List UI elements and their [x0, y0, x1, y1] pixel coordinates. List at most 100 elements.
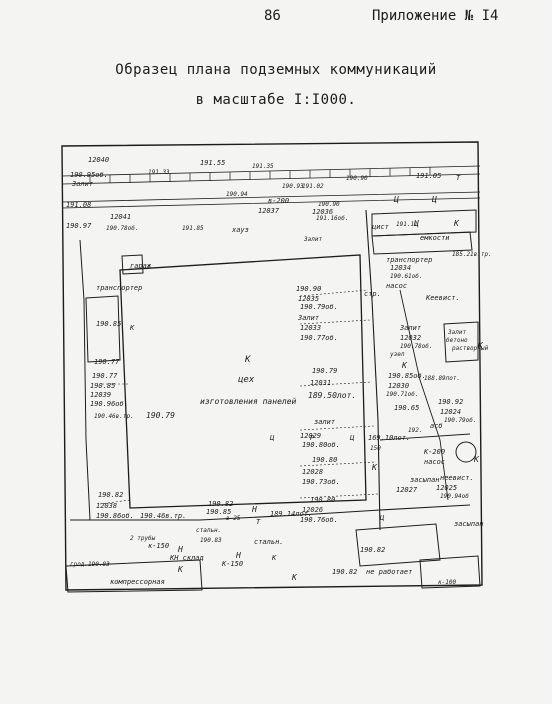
pump-well-circle	[455, 441, 477, 463]
plan-label: к-100	[438, 579, 456, 586]
plan-label: 191.16об.	[316, 215, 349, 222]
plan-label: 12026	[302, 506, 323, 514]
plan-label: 191.02	[302, 183, 324, 190]
plan-label: Т	[256, 518, 261, 526]
building-reservoirs	[371, 209, 477, 237]
pipe-line-left	[79, 239, 91, 521]
plan-label: Ц	[413, 219, 419, 228]
plan-label: 12037	[258, 207, 280, 215]
plan-label: 190.95об.	[70, 171, 108, 179]
plan-label: 191.05	[416, 172, 441, 180]
plan-label: 190.93	[282, 183, 304, 190]
plan-label: КН склад	[169, 554, 204, 562]
leader-lines	[99, 289, 379, 505]
plan-label: 190.65	[394, 404, 419, 412]
plan-label: 12034	[390, 264, 411, 272]
plan-label: 190.46в.тр.	[94, 413, 134, 420]
plan-label: Т	[456, 174, 461, 182]
plan-label: 12033	[300, 324, 321, 332]
road-hatch	[89, 167, 431, 184]
plan-label: 190.94об	[440, 493, 469, 500]
plan-label: 190.79об.	[300, 303, 338, 311]
plan-label: 190.71об.	[386, 391, 419, 398]
plan-label: узел	[389, 351, 405, 358]
plan-label: Залит	[71, 180, 93, 188]
appendix-label: Приложение № I4	[372, 8, 499, 24]
plan-label: К	[473, 455, 480, 464]
plan-label: К	[177, 565, 184, 574]
plan-label: 12024	[440, 408, 461, 416]
plan-label: 190.80об.	[302, 441, 340, 449]
plan-label: К	[271, 554, 277, 562]
plan-label: 2 трубы	[130, 535, 156, 542]
plan-label: Залит	[447, 329, 466, 336]
plan-label: 12029	[300, 432, 321, 440]
plan-label: 150	[370, 445, 381, 452]
building-garage	[419, 555, 481, 589]
plan-label: Ц	[431, 195, 437, 204]
plan-label: грод.190.83	[70, 561, 110, 568]
plan-label: в-200	[268, 197, 289, 205]
plan-label: Н	[251, 505, 257, 514]
plan-label: Р	[310, 434, 315, 442]
sewer-line-right	[365, 209, 381, 531]
plan-label: 188.89лот.	[424, 375, 460, 382]
plan-label: 185.21в.тр.	[452, 251, 492, 258]
plan-label: 191.35	[252, 163, 274, 170]
document-title: Образец плана подземных коммуникаций	[115, 62, 437, 78]
plan-label: компрессорная	[110, 578, 165, 586]
plan-label: 190.46в.тр.	[140, 512, 186, 520]
plan-label: К-200	[423, 448, 445, 456]
plan-label: бетоно	[446, 337, 468, 344]
plan-label: 190.79	[312, 367, 337, 375]
plan-label: 190.85	[90, 382, 115, 390]
plan-label: 192.	[408, 427, 422, 434]
building-small-h	[121, 254, 144, 275]
plan-label: 190.76об.	[300, 516, 338, 524]
plan-label: асб	[430, 422, 443, 430]
plan-label: емкости	[420, 234, 450, 242]
plan-label: насос	[424, 458, 445, 466]
plan-label: 190.97	[66, 222, 92, 230]
plan-label: неевист.	[440, 474, 474, 482]
plan-label: стр.	[364, 290, 381, 298]
plan-label: Ц	[269, 434, 275, 442]
plan-label: 190.86об.	[96, 512, 134, 520]
plan-label: 169.10лот.	[368, 434, 410, 442]
building-concrete-plant	[443, 321, 479, 363]
plan-label: 190.90	[346, 175, 368, 182]
plan-label: К	[129, 324, 135, 332]
plan-label: 12031	[310, 379, 331, 387]
plan-label: Ц	[393, 195, 399, 204]
plan-label: залит	[314, 418, 335, 426]
road-lines-top	[61, 165, 481, 209]
plan-label: 190.85об.	[388, 372, 426, 380]
plan-label: 12035	[298, 295, 319, 303]
sewer-line-bottom	[70, 504, 471, 521]
plan-label: 190.80	[312, 456, 337, 464]
plan-label: Ц	[379, 514, 385, 522]
plan-label: 189.14лот.	[270, 510, 312, 518]
plan-label: К	[477, 341, 484, 350]
building-left-block	[85, 295, 121, 363]
plan-label: 12038	[96, 502, 117, 510]
plan-label: 190.61об.	[390, 273, 423, 280]
plan-label: не работает	[366, 568, 412, 576]
plan-label: 191.11	[396, 221, 418, 228]
plan-label: 12036	[312, 208, 333, 216]
plan-label: 191.55	[200, 159, 225, 167]
plan-label: 190.80	[310, 496, 335, 504]
plan-label: Кеевист.	[425, 294, 460, 302]
plan-label: К	[453, 219, 460, 228]
plan-label: гараж	[130, 262, 152, 270]
plan-label: 190.83	[200, 537, 222, 544]
plan-label: К-150	[221, 560, 243, 568]
plan-label: 190.77	[92, 372, 118, 380]
plan-label: 190.85	[206, 508, 231, 516]
building-compressor	[355, 523, 441, 567]
plan-label: 190.82	[98, 491, 123, 499]
water-line-k200	[379, 433, 471, 441]
plan-label: 12030	[388, 382, 409, 390]
page-number: 86	[264, 8, 281, 24]
building-kn-sklad	[65, 559, 203, 593]
